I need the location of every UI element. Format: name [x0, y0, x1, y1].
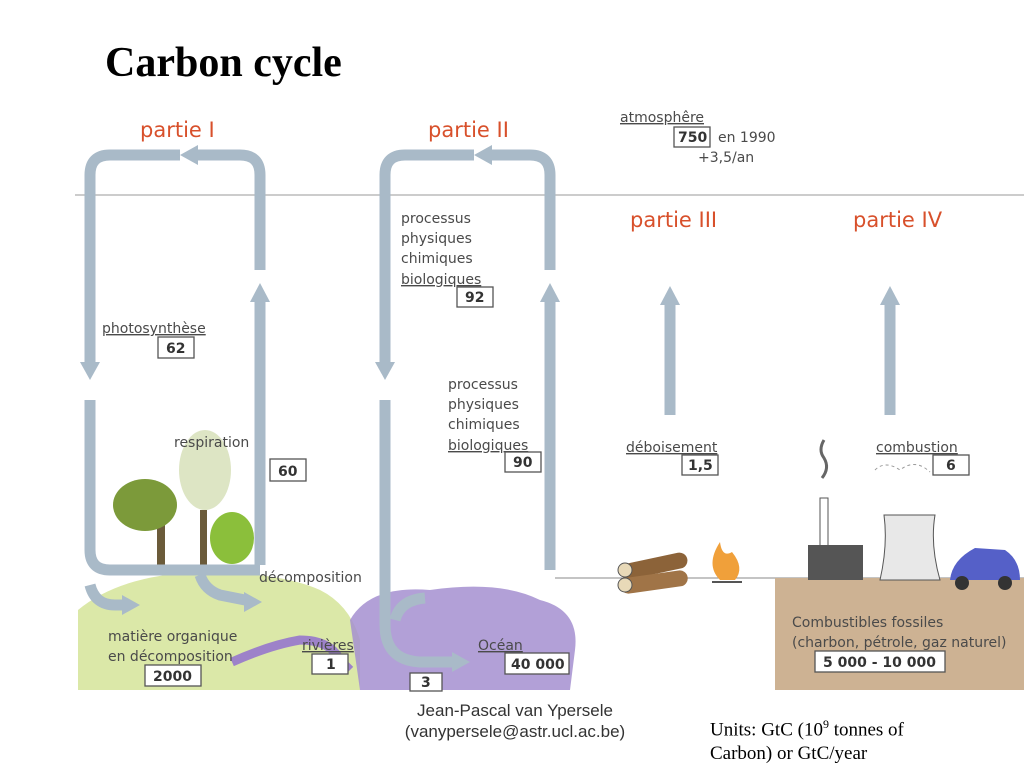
units-line1-prefix: Units: GtC (10	[710, 719, 823, 741]
ocean-upper-process-2: physiques	[401, 231, 472, 247]
ocean-lower-process-4: biologiques	[448, 438, 528, 454]
fossil-fuels-label-1: Combustibles fossiles	[792, 615, 943, 631]
atmosphere-value: 750	[678, 130, 707, 146]
part4-heading: partie IV	[853, 208, 943, 232]
atmosphere-value-box	[673, 126, 711, 148]
ocean-upper-value: 92	[465, 290, 484, 306]
part2-arrows	[375, 145, 560, 672]
atmosphere-label: atmosphêre	[620, 110, 704, 126]
rivers-value: 1	[326, 657, 336, 673]
units-exponent: 9	[822, 717, 829, 731]
ocean-value-box	[504, 652, 570, 675]
photosynthesis-label: photosynthèse	[102, 321, 206, 337]
fossil-fuels-value-box	[814, 650, 946, 673]
author-name: Jean-Pascal van Ypersele	[417, 701, 613, 720]
ocean-lower-process-2: physiques	[448, 397, 519, 413]
decomposition-label: décomposition	[259, 570, 362, 586]
organic-matter-value-box	[144, 664, 202, 687]
trees-illustration	[113, 430, 254, 575]
deforestation-value-box	[681, 454, 719, 476]
part2-heading: partie II	[428, 118, 509, 142]
fossil-fuels-label-2: (charbon, pétrole, gaz naturel)	[792, 635, 1007, 651]
logs-fire-illustration	[617, 542, 742, 594]
atmosphere-rate: +3,5/an	[698, 150, 754, 166]
ocean-upper-process-3: chimiques	[401, 251, 473, 267]
ocean-lower-value: 90	[513, 455, 533, 471]
fossil-fuel-area	[775, 578, 1024, 690]
ocean-lower-value-box	[504, 451, 542, 473]
author-credit: Jean-Pascal van Ypersele (vanypersele@as…	[380, 700, 650, 742]
respiration-value-box	[269, 458, 307, 482]
part3-arrow	[660, 286, 680, 415]
atmosphere-year: en 1990	[718, 130, 776, 146]
combustion-value-box	[932, 454, 970, 476]
part1-heading: partie I	[140, 118, 215, 142]
ocean-upper-value-box	[456, 286, 494, 308]
rivers-label: rivières	[302, 638, 354, 654]
ocean-upper-process-4: biologiques	[401, 272, 481, 288]
organic-matter-label-1: matière organique	[108, 629, 237, 645]
sediment-value: 3	[421, 675, 431, 691]
sediment-value-box	[409, 672, 443, 692]
units-note: Units: GtC (109 tonnes of Carbon) or GtC…	[710, 712, 1010, 766]
units-line1-suffix: tonnes of	[828, 719, 904, 741]
photosynthesis-value: 62	[166, 341, 185, 357]
ocean-label: Océan	[478, 638, 523, 654]
page-title: Carbon cycle	[105, 40, 342, 86]
organic-matter-label-2: en décomposition	[108, 649, 233, 665]
photosynthesis-value-box	[157, 336, 195, 359]
deforestation-label: déboisement	[626, 440, 718, 456]
soil-area	[78, 572, 360, 690]
organic-matter-value: 2000	[153, 669, 192, 685]
river	[230, 635, 354, 674]
ocean-lower-process-1: processus	[448, 377, 518, 393]
ocean-value: 40 000	[511, 657, 565, 673]
combustion-label: combustion	[876, 440, 958, 456]
ocean-lower-process-3: chimiques	[448, 417, 520, 433]
units-line2: Carbon) or GtC/year	[710, 743, 868, 765]
respiration-value: 60	[278, 464, 298, 480]
rivers-value-box	[311, 653, 349, 675]
deforestation-value: 1,5	[688, 458, 713, 474]
part3-heading: partie III	[630, 208, 717, 232]
factory-illustration	[808, 439, 1020, 590]
fossil-fuels-value: 5 000 - 10 000	[823, 655, 936, 671]
part1-arrows	[80, 145, 270, 615]
combustion-value: 6	[946, 458, 956, 474]
part4-arrow	[880, 286, 900, 415]
respiration-label: respiration	[174, 435, 249, 451]
author-email: (vanypersele@astr.ucl.ac.be)	[404, 722, 626, 741]
ocean-upper-process-1: processus	[401, 211, 471, 227]
